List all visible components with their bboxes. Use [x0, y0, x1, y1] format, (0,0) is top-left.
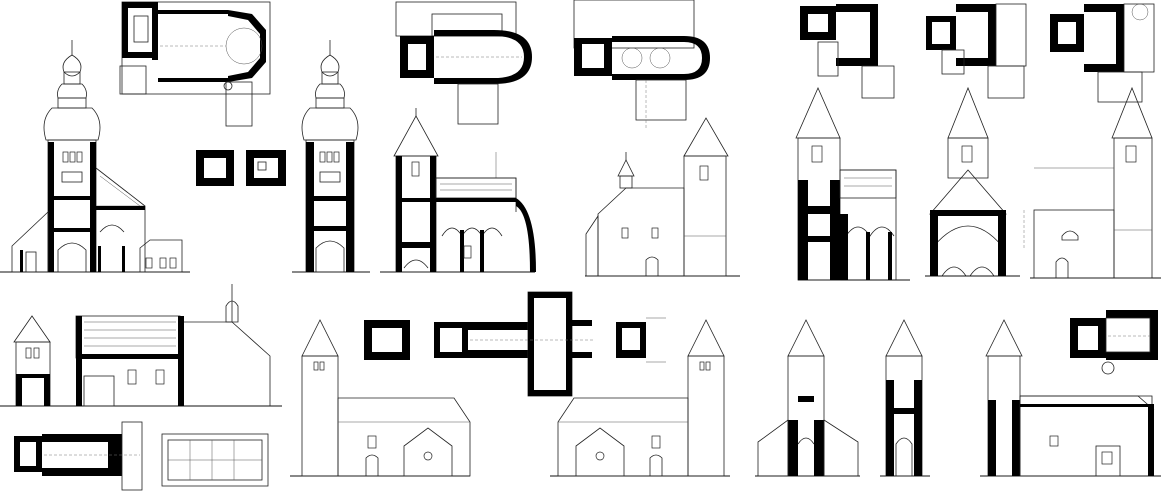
cruciform-plan — [364, 291, 666, 397]
porch-church-plan — [14, 421, 269, 491]
basilica-long-section — [380, 108, 536, 273]
sequence-cross-section — [925, 86, 1020, 277]
cruciform-left-elevation — [290, 319, 471, 477]
sequence-side-elevation — [1023, 86, 1161, 279]
church-long-section-right — [980, 319, 1161, 477]
baroque-church-elevation — [0, 40, 190, 273]
porch-church-long-section — [0, 284, 282, 407]
tower-section-b — [880, 319, 930, 477]
tower-section-a — [755, 319, 860, 477]
sequence-tower-section — [795, 87, 910, 281]
tower-section-elevation — [292, 40, 370, 273]
basilica-side-elevation — [573, 0, 740, 277]
baroque-church-floor-plan — [119, 1, 271, 127]
baroque-church-tower-plan — [196, 150, 286, 186]
sequence-floor-plans — [800, 3, 1155, 103]
cruciform-right-elevation — [550, 319, 730, 477]
church-plan-right — [1070, 310, 1158, 375]
basilica-floor-plan — [395, 1, 532, 125]
